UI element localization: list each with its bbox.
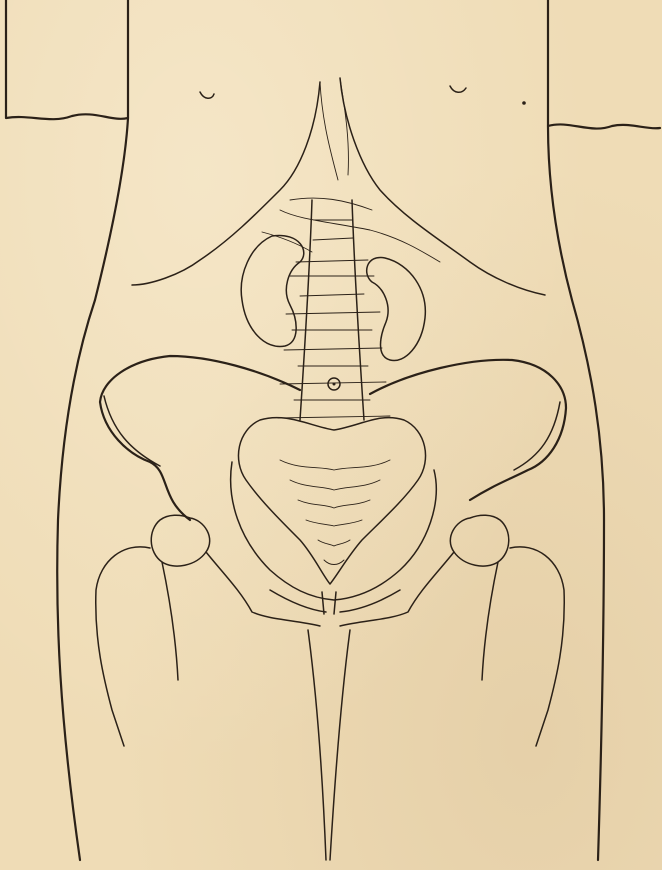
pelvis xyxy=(100,356,566,614)
right-femur xyxy=(340,515,564,746)
kidney-right xyxy=(367,257,426,360)
left-femur xyxy=(96,515,320,746)
ribcage-outline xyxy=(132,78,545,295)
